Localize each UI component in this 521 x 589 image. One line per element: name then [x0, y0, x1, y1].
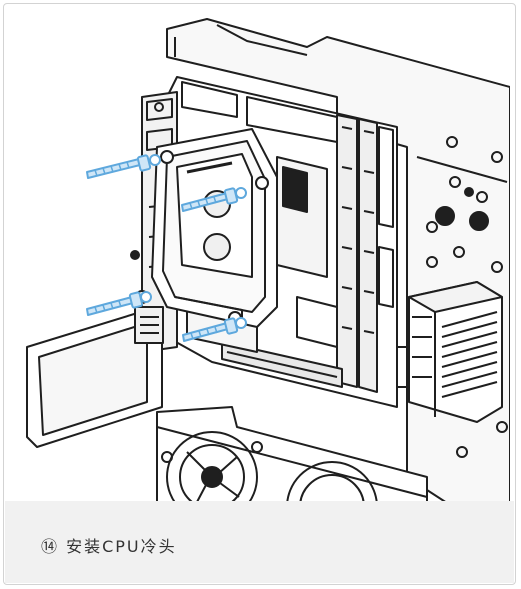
riser-bracket — [26, 306, 164, 448]
screw-icon — [182, 317, 247, 342]
step-caption: ⑭ 安装CPU冷头 — [41, 537, 177, 556]
screw-icon — [86, 154, 161, 179]
step-card: ⑭ 安装CPU冷头 — [3, 3, 516, 585]
screw-icon — [86, 291, 152, 316]
pump-block — [397, 281, 503, 423]
step-illustration — [26, 18, 510, 503]
cpu-water-block — [135, 128, 278, 328]
fan-assembly — [156, 406, 428, 503]
caption-bar: ⑭ 安装CPU冷头 — [5, 501, 514, 583]
screw-icon — [181, 187, 247, 212]
